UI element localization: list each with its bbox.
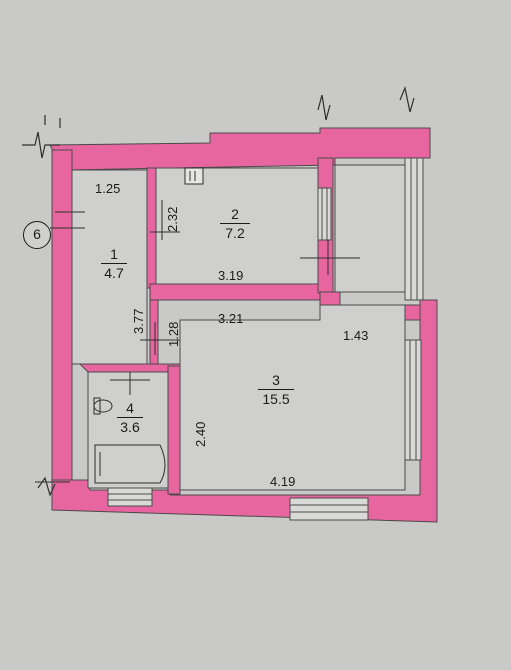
outer-walls xyxy=(49,127,438,523)
dim-room3-recess: 1.43 xyxy=(343,328,369,343)
bath-fixtures xyxy=(93,397,166,484)
dim-room3-width-top: 3.21 xyxy=(218,311,244,326)
wall-hall-room3 xyxy=(149,299,159,369)
wall-bath-room3 xyxy=(167,365,181,495)
vent-icon xyxy=(184,167,204,185)
break-mark-top-right xyxy=(399,85,415,113)
room-3-label: 3 15.5 xyxy=(258,372,294,407)
room-4-label: 4 3.6 xyxy=(117,400,143,435)
bathtub-icon xyxy=(94,444,166,484)
room-1-hall xyxy=(71,169,148,365)
room-2-fraction-bar xyxy=(220,223,250,224)
wall-bath-top xyxy=(78,363,181,373)
dim-room3-width-bottom: 4.19 xyxy=(270,474,296,489)
break-mark-left-top xyxy=(22,131,60,159)
room-1-label: 1 4.7 xyxy=(101,246,127,281)
dim-door-width: 1.28 xyxy=(166,321,181,347)
axis-marker: 6 xyxy=(23,221,51,249)
room-4-fraction-bar xyxy=(117,417,143,418)
room-1-area: 4.7 xyxy=(104,265,124,281)
room-2-number: 2 xyxy=(231,206,239,222)
dim-room2-width: 3.19 xyxy=(218,268,244,283)
dim-room2-depth: 2.32 xyxy=(165,206,180,232)
dim-hall-width: 1.25 xyxy=(95,181,121,196)
window-bath xyxy=(107,487,153,507)
room-3-area: 15.5 xyxy=(262,391,290,407)
break-mark-left-bottom xyxy=(37,476,56,497)
window-room2 xyxy=(317,187,332,241)
window-right-bottom xyxy=(404,339,422,461)
windows xyxy=(107,157,424,521)
window-right-top xyxy=(404,157,424,301)
room-1-fraction-bar xyxy=(101,263,127,264)
room-2-area: 7.2 xyxy=(225,225,245,241)
dim-room3-depth: 2.40 xyxy=(193,421,208,447)
room-4-area: 3.6 xyxy=(120,419,140,435)
room-3-fraction-bar xyxy=(258,389,294,390)
room-interiors xyxy=(71,167,406,491)
break-mark-top-middle xyxy=(317,94,331,121)
room-2 xyxy=(155,167,319,285)
room-loggia xyxy=(334,164,406,293)
room-2-label: 2 7.2 xyxy=(220,206,250,241)
room-3 xyxy=(179,304,406,491)
left-wall xyxy=(51,149,73,501)
wall-room2-room3 xyxy=(149,283,341,301)
break-marks xyxy=(22,85,415,497)
room-1-number: 1 xyxy=(110,246,118,262)
wall-hall-room2 xyxy=(146,167,157,289)
window-bottom xyxy=(289,497,369,521)
door-marks xyxy=(35,200,360,483)
room-4-bath xyxy=(87,371,169,489)
room-4-number: 4 xyxy=(126,400,134,416)
dim-hall-length: 3.77 xyxy=(131,308,146,334)
room-3-number: 3 xyxy=(272,372,280,388)
